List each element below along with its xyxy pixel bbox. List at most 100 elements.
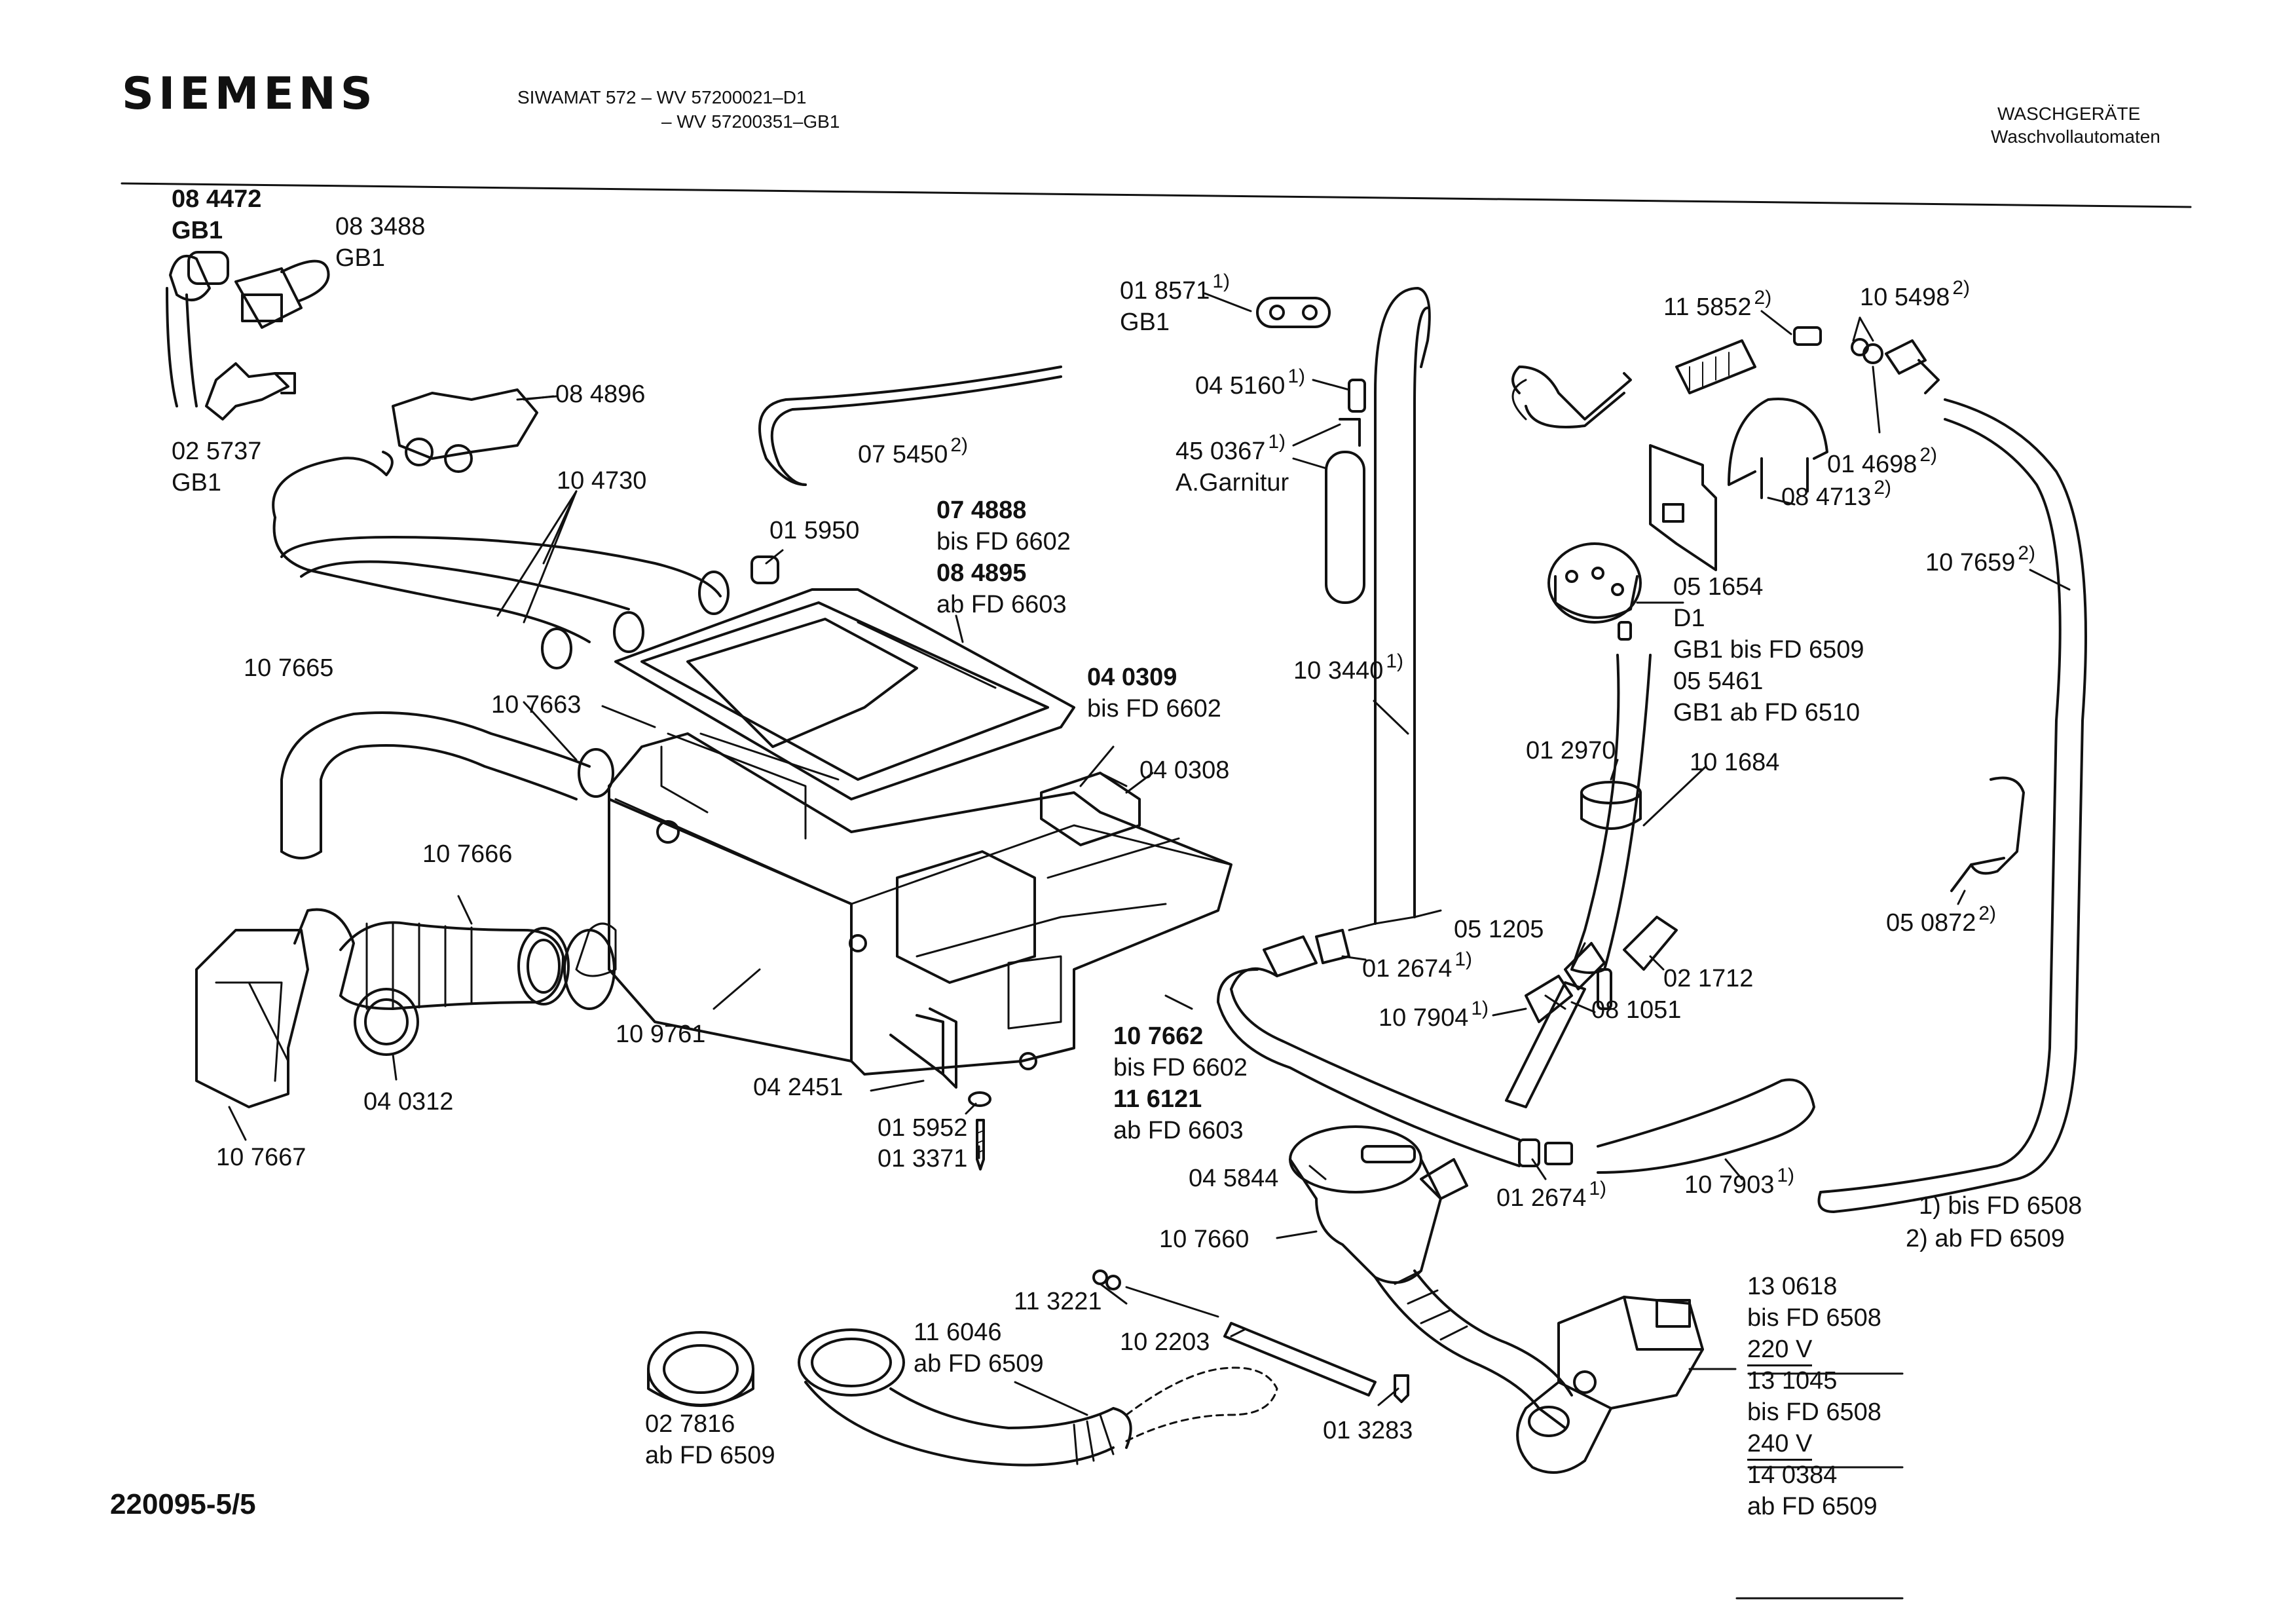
part-number-text: 04 0309 bbox=[1087, 664, 1177, 691]
part-number-text: 04 0312 bbox=[363, 1088, 454, 1116]
part-number-text: 02 1712 bbox=[1663, 965, 1754, 992]
part-number-text: ab FD 6509 bbox=[914, 1350, 1044, 1378]
gasket-018571-part bbox=[1256, 297, 1331, 328]
part-label-040312: 04 0312 bbox=[363, 1086, 453, 1117]
part-number-text: 11 6121 bbox=[1113, 1085, 1202, 1113]
hose-107904-part bbox=[1217, 967, 1521, 1167]
part-number-text: 04 2451 bbox=[753, 1074, 843, 1101]
hose-107659-part bbox=[1817, 398, 2087, 1213]
part-number-text: 10 1684 bbox=[1690, 749, 1780, 776]
mount-plate-part bbox=[1649, 444, 1717, 571]
part-number-text: 01 8571 bbox=[1120, 277, 1210, 305]
inlet-spout-040308-part bbox=[1040, 772, 1141, 846]
tube-021712-part bbox=[1623, 916, 1678, 971]
footnote-1: 1) bis FD 6508 bbox=[1919, 1192, 2083, 1220]
part-number-text: 02 5737 bbox=[172, 438, 262, 465]
part-label-101684: 10 1684 bbox=[1690, 747, 1779, 778]
part-number-text: 05 0872 bbox=[1886, 909, 1976, 937]
part-label-084896: 08 4896 bbox=[555, 379, 645, 410]
lower-left-pipe-part bbox=[575, 922, 617, 977]
part-number-text: 04 5160 bbox=[1195, 372, 1286, 400]
seal-027816-part bbox=[647, 1331, 754, 1407]
part-label-116046: 11 6046 ab FD 6509 bbox=[914, 1317, 1044, 1379]
part-label-013371: 01 3371 bbox=[878, 1143, 967, 1174]
part-number-text: 01 2674 bbox=[1496, 1184, 1587, 1212]
tube-045160-part bbox=[1339, 379, 1366, 447]
tube-101684-part bbox=[1570, 654, 1652, 974]
part-number-text: bis FD 6508 bbox=[1747, 1398, 1881, 1426]
footnote-marker: 2) bbox=[1919, 444, 1938, 466]
part-number-text: 10 7666 bbox=[422, 840, 513, 868]
part-number-text: 07 4888 bbox=[936, 497, 1027, 524]
clip-105498-part bbox=[1511, 366, 1632, 428]
part-number-text: 240 V bbox=[1747, 1430, 1813, 1461]
bellows-107666-part bbox=[293, 908, 616, 1010]
part-number-text: bis FD 6602 bbox=[1113, 1054, 1248, 1081]
part-number-text: ab FD 6603 bbox=[1113, 1117, 1244, 1144]
hose-107903-part bbox=[1597, 1078, 1815, 1174]
part-label-081051: 08 1051 bbox=[1591, 994, 1681, 1026]
part-number-text: 04 5844 bbox=[1189, 1165, 1279, 1192]
part-label-040308: 04 0308 bbox=[1139, 755, 1229, 786]
hose-075450-part bbox=[758, 366, 1062, 486]
sump-045844-part bbox=[1289, 1125, 1468, 1284]
footnote-marker: 1) bbox=[1777, 1165, 1795, 1186]
bracket-084713-part bbox=[1728, 398, 1828, 499]
part-number-text: GB1 bbox=[172, 217, 223, 244]
part-number-text: 10 7665 bbox=[244, 654, 334, 682]
tube-450367-part bbox=[1325, 451, 1365, 604]
drain-pump-130618-part bbox=[1516, 1296, 1704, 1474]
part-label-107662: 10 7662 bis FD 6602 11 6121 ab FD 6603 bbox=[1113, 1021, 1248, 1146]
drawing-number: 220095-5/5 bbox=[110, 1488, 256, 1520]
part-number-text: ab FD 6509 bbox=[645, 1442, 775, 1469]
part-number-text: 08 4896 bbox=[555, 381, 646, 408]
part-number-text: 01 4698 bbox=[1827, 451, 1917, 478]
washer-015952-part bbox=[968, 1091, 991, 1107]
part-number-text: 10 4730 bbox=[557, 467, 647, 495]
part-number-text: 01 2674 bbox=[1362, 955, 1453, 983]
pressure-switch-051654-part bbox=[1547, 542, 1642, 641]
footnote-marker: 2) bbox=[2018, 542, 2036, 564]
part-number-text: 01 3283 bbox=[1323, 1417, 1413, 1444]
footnote-marker: 2) bbox=[1874, 477, 1892, 498]
part-number-text: 02 7816 bbox=[645, 1410, 735, 1438]
part-number-text: GB1 bbox=[1120, 309, 1170, 336]
part-number-text: bis FD 6508 bbox=[1747, 1304, 1881, 1332]
hook-top-right-part bbox=[1511, 379, 1527, 421]
part-label-027816: 02 7816 ab FD 6509 bbox=[645, 1408, 775, 1471]
part-number-text: 10 2203 bbox=[1120, 1328, 1210, 1356]
part-number-text: 08 4713 bbox=[1781, 483, 1872, 511]
rod-081051-part bbox=[1505, 968, 1612, 1108]
part-number-text: 10 3440 bbox=[1293, 657, 1384, 685]
part-number-text: 04 0308 bbox=[1139, 757, 1230, 784]
valve-083488-part bbox=[234, 259, 330, 329]
part-number-text: GB1 bbox=[335, 244, 386, 272]
footnote-marker: 2) bbox=[1978, 903, 1997, 924]
part-label-107665: 10 7665 bbox=[244, 652, 333, 684]
header-rule bbox=[120, 182, 2192, 208]
connector-012674b-part bbox=[1518, 1138, 1573, 1167]
screw-013371-part bbox=[976, 1119, 985, 1171]
part-label-015952: 01 5952 bbox=[878, 1112, 967, 1144]
footnote-marker: 2) bbox=[1952, 277, 1971, 299]
part-number-text: 11 6046 bbox=[914, 1319, 1002, 1346]
part-number-text: A.Garnitur bbox=[1176, 469, 1289, 497]
leader-lines bbox=[228, 292, 2071, 1600]
brand-logo: SIEMENS bbox=[122, 68, 377, 120]
outlet-116046-part bbox=[798, 1328, 1278, 1467]
part-number-text: 10 7662 bbox=[1113, 1023, 1204, 1050]
part-number-text: 07 5450 bbox=[858, 441, 948, 468]
